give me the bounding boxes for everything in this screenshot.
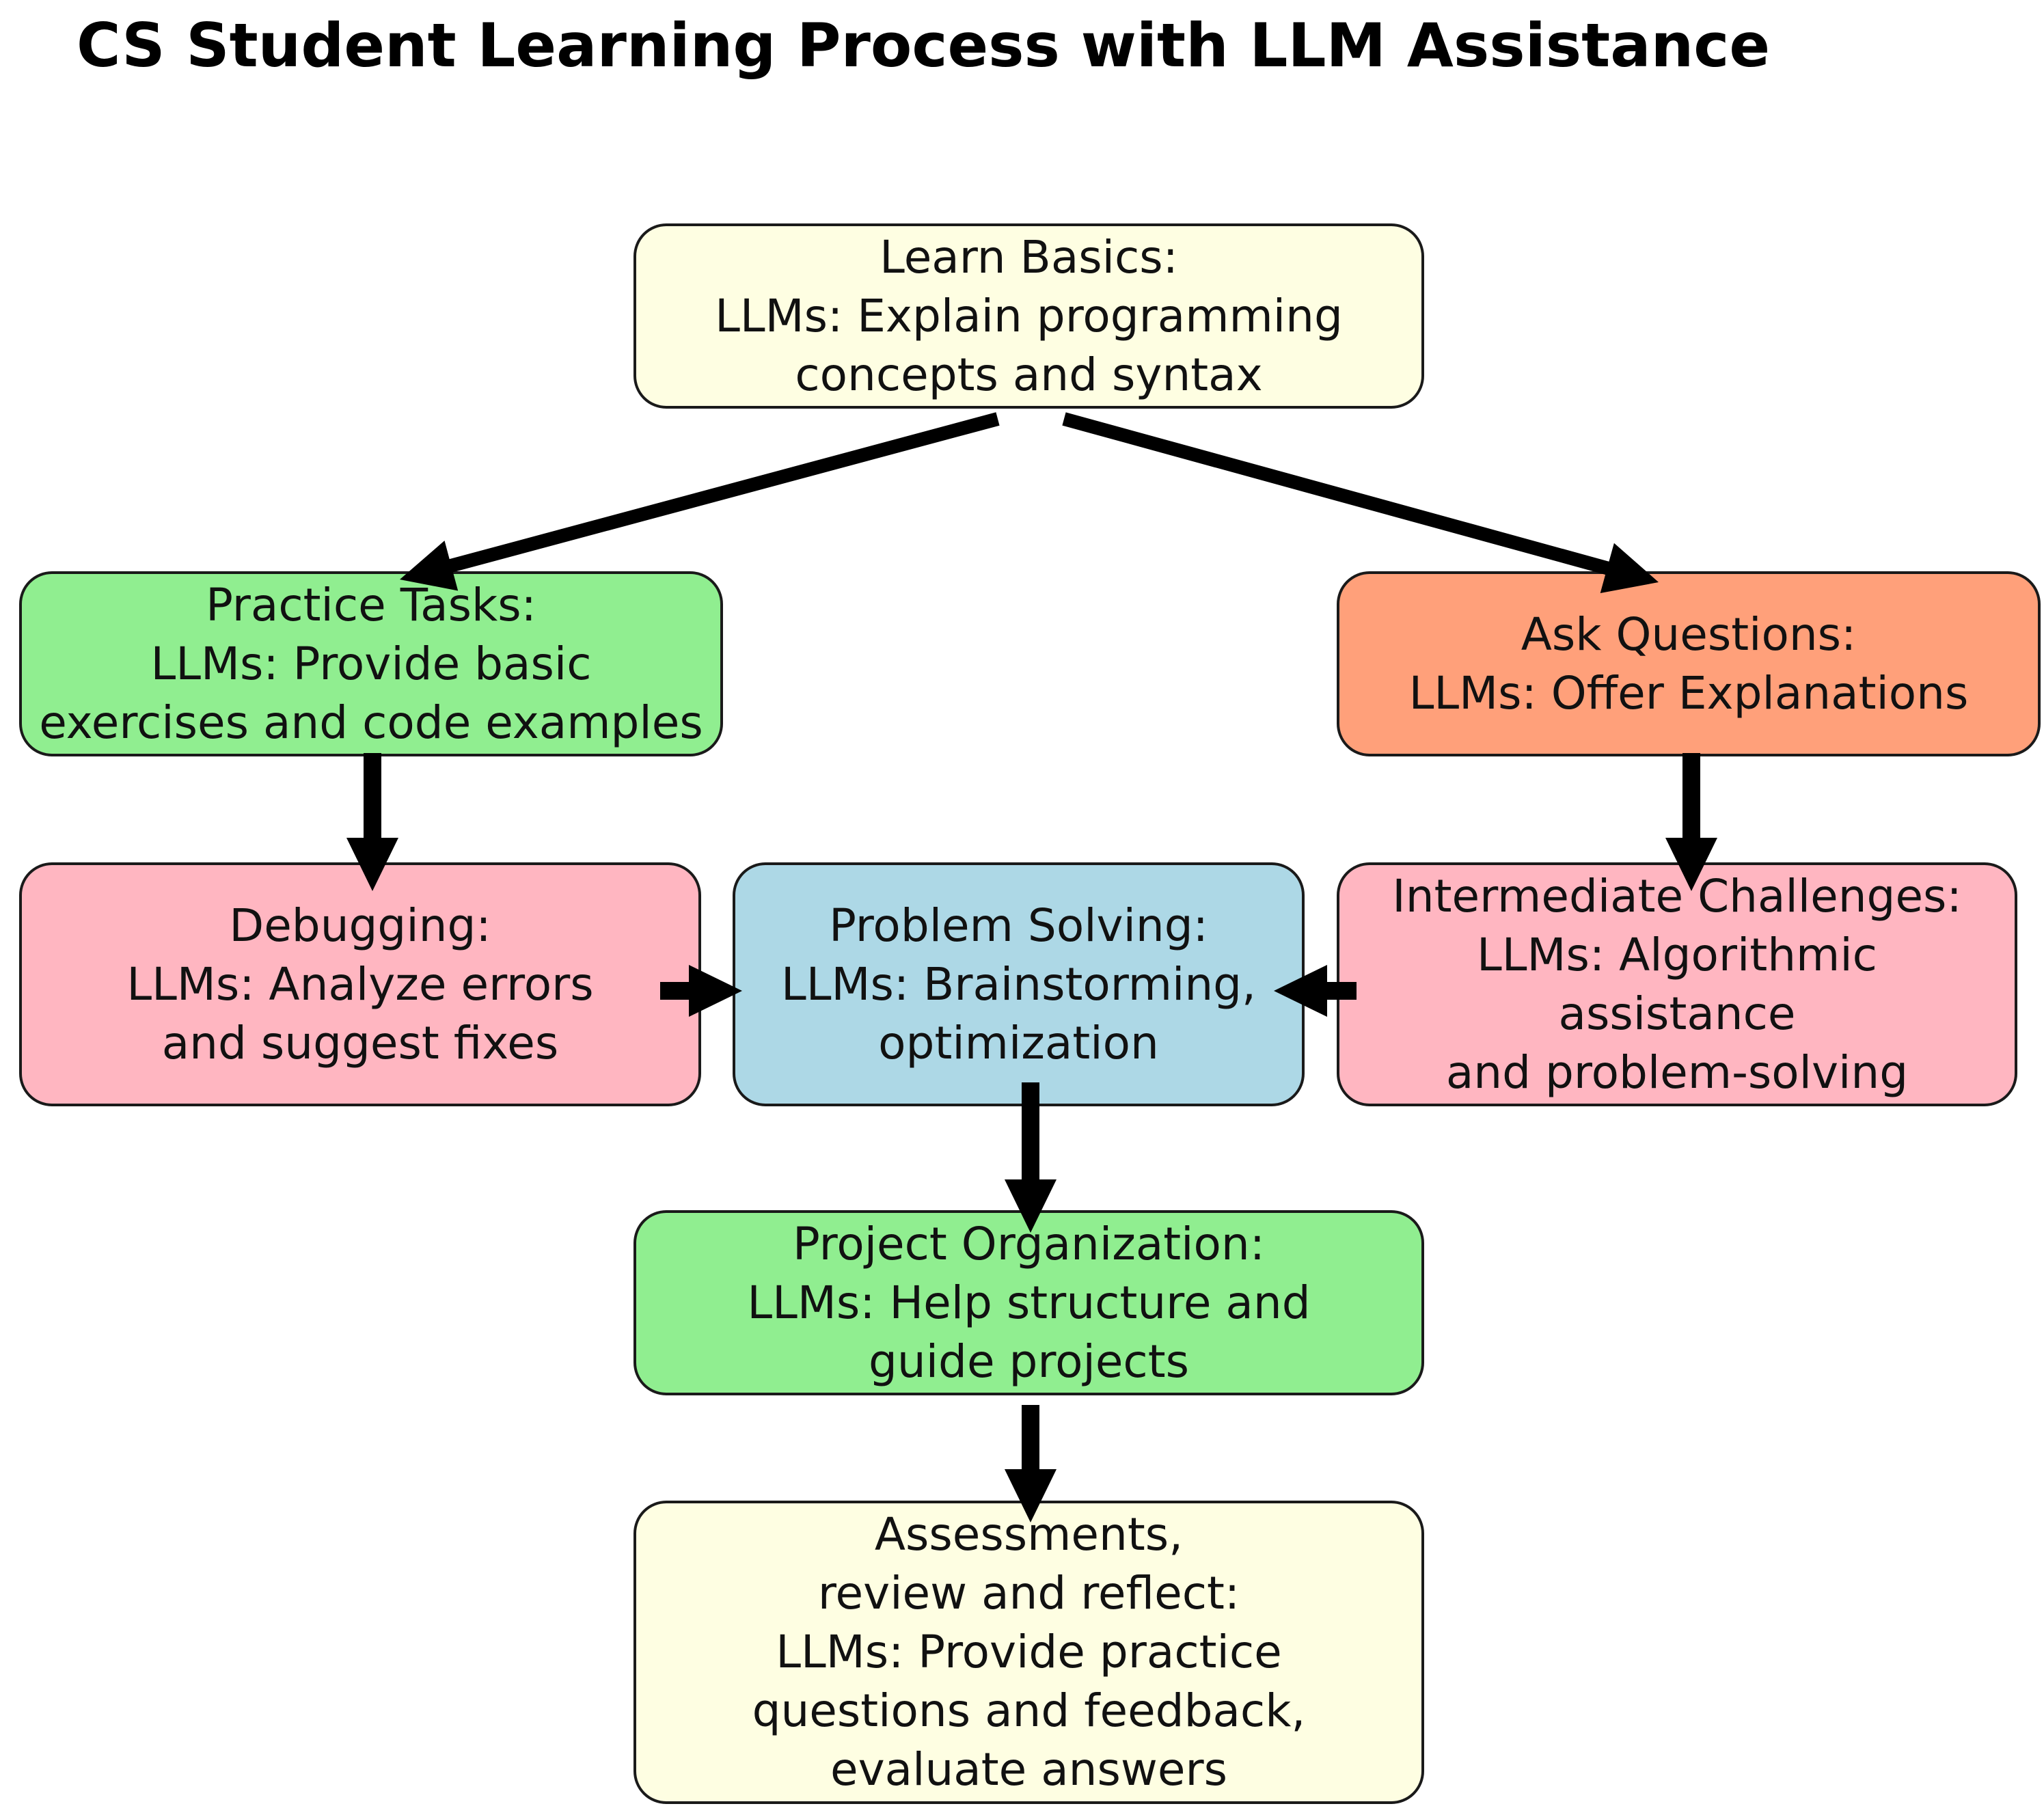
arrow-learn-to-practice: [400, 412, 1000, 591]
node-project-organization-label: Project Organization: LLMs: Help structu…: [747, 1217, 1311, 1388]
node-assessments-label: Assessments, review and reflect: LLMs: P…: [752, 1508, 1306, 1796]
node-intermediate-challenges: Intermediate Challenges: LLMs: Algorithm…: [1337, 862, 2017, 1106]
node-problem-solving: Problem Solving: LLMs: Brainstorming, op…: [733, 862, 1305, 1106]
diagram-title: CS Student Learning Process with LLM Ass…: [77, 10, 1771, 81]
node-intermediate-challenges-label: Intermediate Challenges: LLMs: Algorithm…: [1392, 869, 1962, 1099]
node-ask-questions-label: Ask Questions: LLMs: Offer Explanations: [1408, 607, 1969, 720]
node-debugging: Debugging: LLMs: Analyze errors and sugg…: [19, 862, 701, 1106]
node-debugging-label: Debugging: LLMs: Analyze errors and sugg…: [126, 899, 594, 1069]
node-learn-basics: Learn Basics: LLMs: Explain programming …: [633, 223, 1424, 409]
node-practice-tasks: Practice Tasks: LLMs: Provide basic exer…: [19, 571, 723, 756]
node-project-organization: Project Organization: LLMs: Help structu…: [633, 1210, 1424, 1395]
arrow-learn-to-ask: [1062, 412, 1659, 593]
node-ask-questions: Ask Questions: LLMs: Offer Explanations: [1337, 571, 2041, 756]
node-problem-solving-label: Problem Solving: LLMs: Brainstorming, op…: [780, 899, 1257, 1069]
node-practice-tasks-label: Practice Tasks: LLMs: Provide basic exer…: [39, 578, 703, 749]
node-assessments: Assessments, review and reflect: LLMs: P…: [633, 1501, 1424, 1804]
node-learn-basics-label: Learn Basics: LLMs: Explain programming …: [715, 230, 1343, 401]
